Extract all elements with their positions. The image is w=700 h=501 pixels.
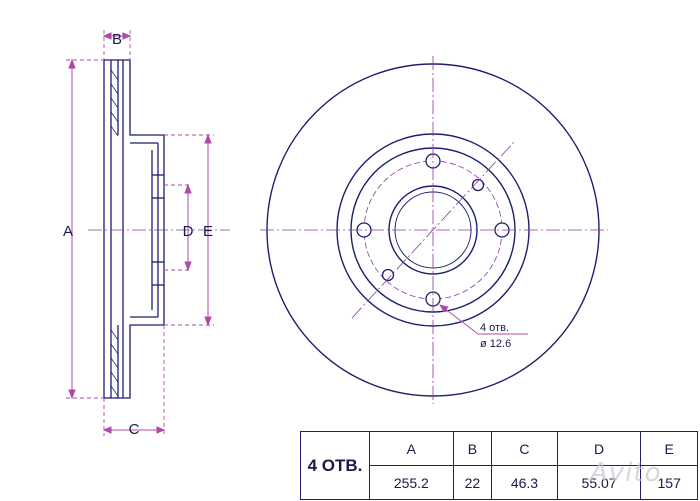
hole-diameter-label: ø 12.6 <box>480 338 511 350</box>
value-c: 46.3 <box>491 465 558 500</box>
header-a: A <box>369 431 454 466</box>
hole-callout-leader <box>439 304 528 335</box>
value-e: 157 <box>640 465 698 500</box>
label-b: B <box>112 31 122 48</box>
header-c: C <box>491 431 558 466</box>
small-hole-lower-left <box>381 268 395 282</box>
small-hole-upper-right <box>471 178 485 192</box>
spec-table: 4 ОТВ. A B C D E 255.2 22 46.3 55.07 157 <box>300 431 698 500</box>
label-d: D <box>183 223 194 240</box>
value-b: 22 <box>452 465 493 500</box>
side-view-vent-hatch <box>110 69 119 397</box>
holes-count-cell: 4 ОТВ. <box>300 431 370 500</box>
front-view-centerlines <box>260 56 608 404</box>
spec-table-header-row: 4 ОТВ. A B C D E <box>300 431 698 500</box>
label-a: A <box>63 223 73 240</box>
value-a: 255.2 <box>369 465 454 500</box>
header-e: E <box>640 431 698 466</box>
label-e: E <box>203 223 213 240</box>
hole-count-label: 4 отв. <box>480 322 509 334</box>
label-c: C <box>129 421 140 438</box>
avito-watermark: Avito <box>590 458 662 488</box>
value-d: 55.07 <box>556 465 642 500</box>
header-d: D <box>556 431 642 466</box>
spec-table-value-row: 255.2 22 46.3 55.07 157 <box>301 465 698 500</box>
header-b: B <box>452 431 493 466</box>
side-view <box>103 59 165 399</box>
